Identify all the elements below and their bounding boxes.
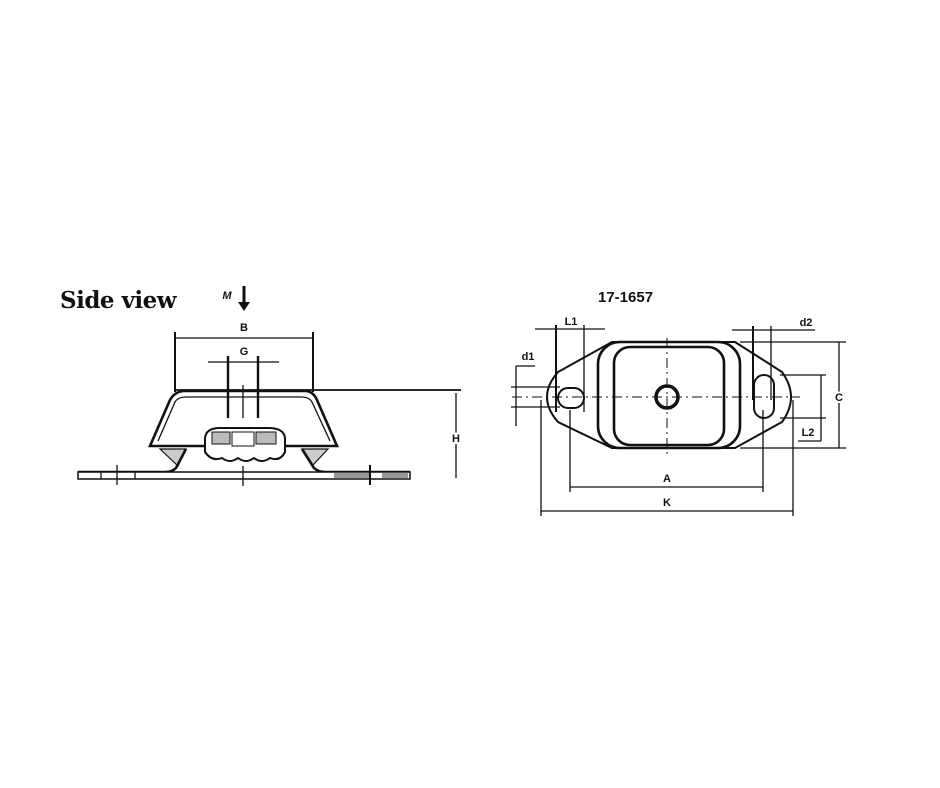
dim-label-a: A [663, 473, 671, 485]
part-number: 17-1657 [598, 289, 653, 306]
dim-label-g: G [240, 346, 249, 358]
side-view: Side view M B G H [60, 286, 462, 486]
dim-label-d2: d2 [800, 317, 813, 329]
dimension-d1: d1 [511, 351, 560, 426]
dimension-k: K [540, 400, 794, 516]
dim-label-h: H [452, 433, 460, 445]
dimension-l2: L2 [780, 374, 826, 442]
dim-label-l1: L1 [565, 316, 578, 328]
dimension-g: G [208, 346, 279, 418]
dim-label-c: C [835, 392, 843, 404]
dim-label-d1: d1 [522, 351, 535, 363]
dimension-c: C [740, 341, 846, 449]
side-view-title: Side view [60, 287, 178, 314]
dimension-b: B [174, 322, 314, 392]
mount-body [596, 340, 742, 450]
dim-label-b: B [240, 322, 248, 334]
threaded-insert [204, 427, 286, 462]
dimension-d2: d2 [732, 317, 815, 400]
load-arrow-icon [238, 286, 250, 311]
dim-label-l2: L2 [802, 427, 815, 439]
load-label: M [222, 290, 232, 302]
dimension-a: A [569, 410, 764, 492]
dimension-l1: L1 [535, 316, 605, 412]
top-view: 17-1657 L1 d1 d2 [511, 289, 846, 516]
base-plate [77, 465, 411, 486]
dimension-h: H [450, 393, 462, 478]
slot-left [557, 387, 585, 409]
dim-label-k: K [663, 497, 671, 509]
